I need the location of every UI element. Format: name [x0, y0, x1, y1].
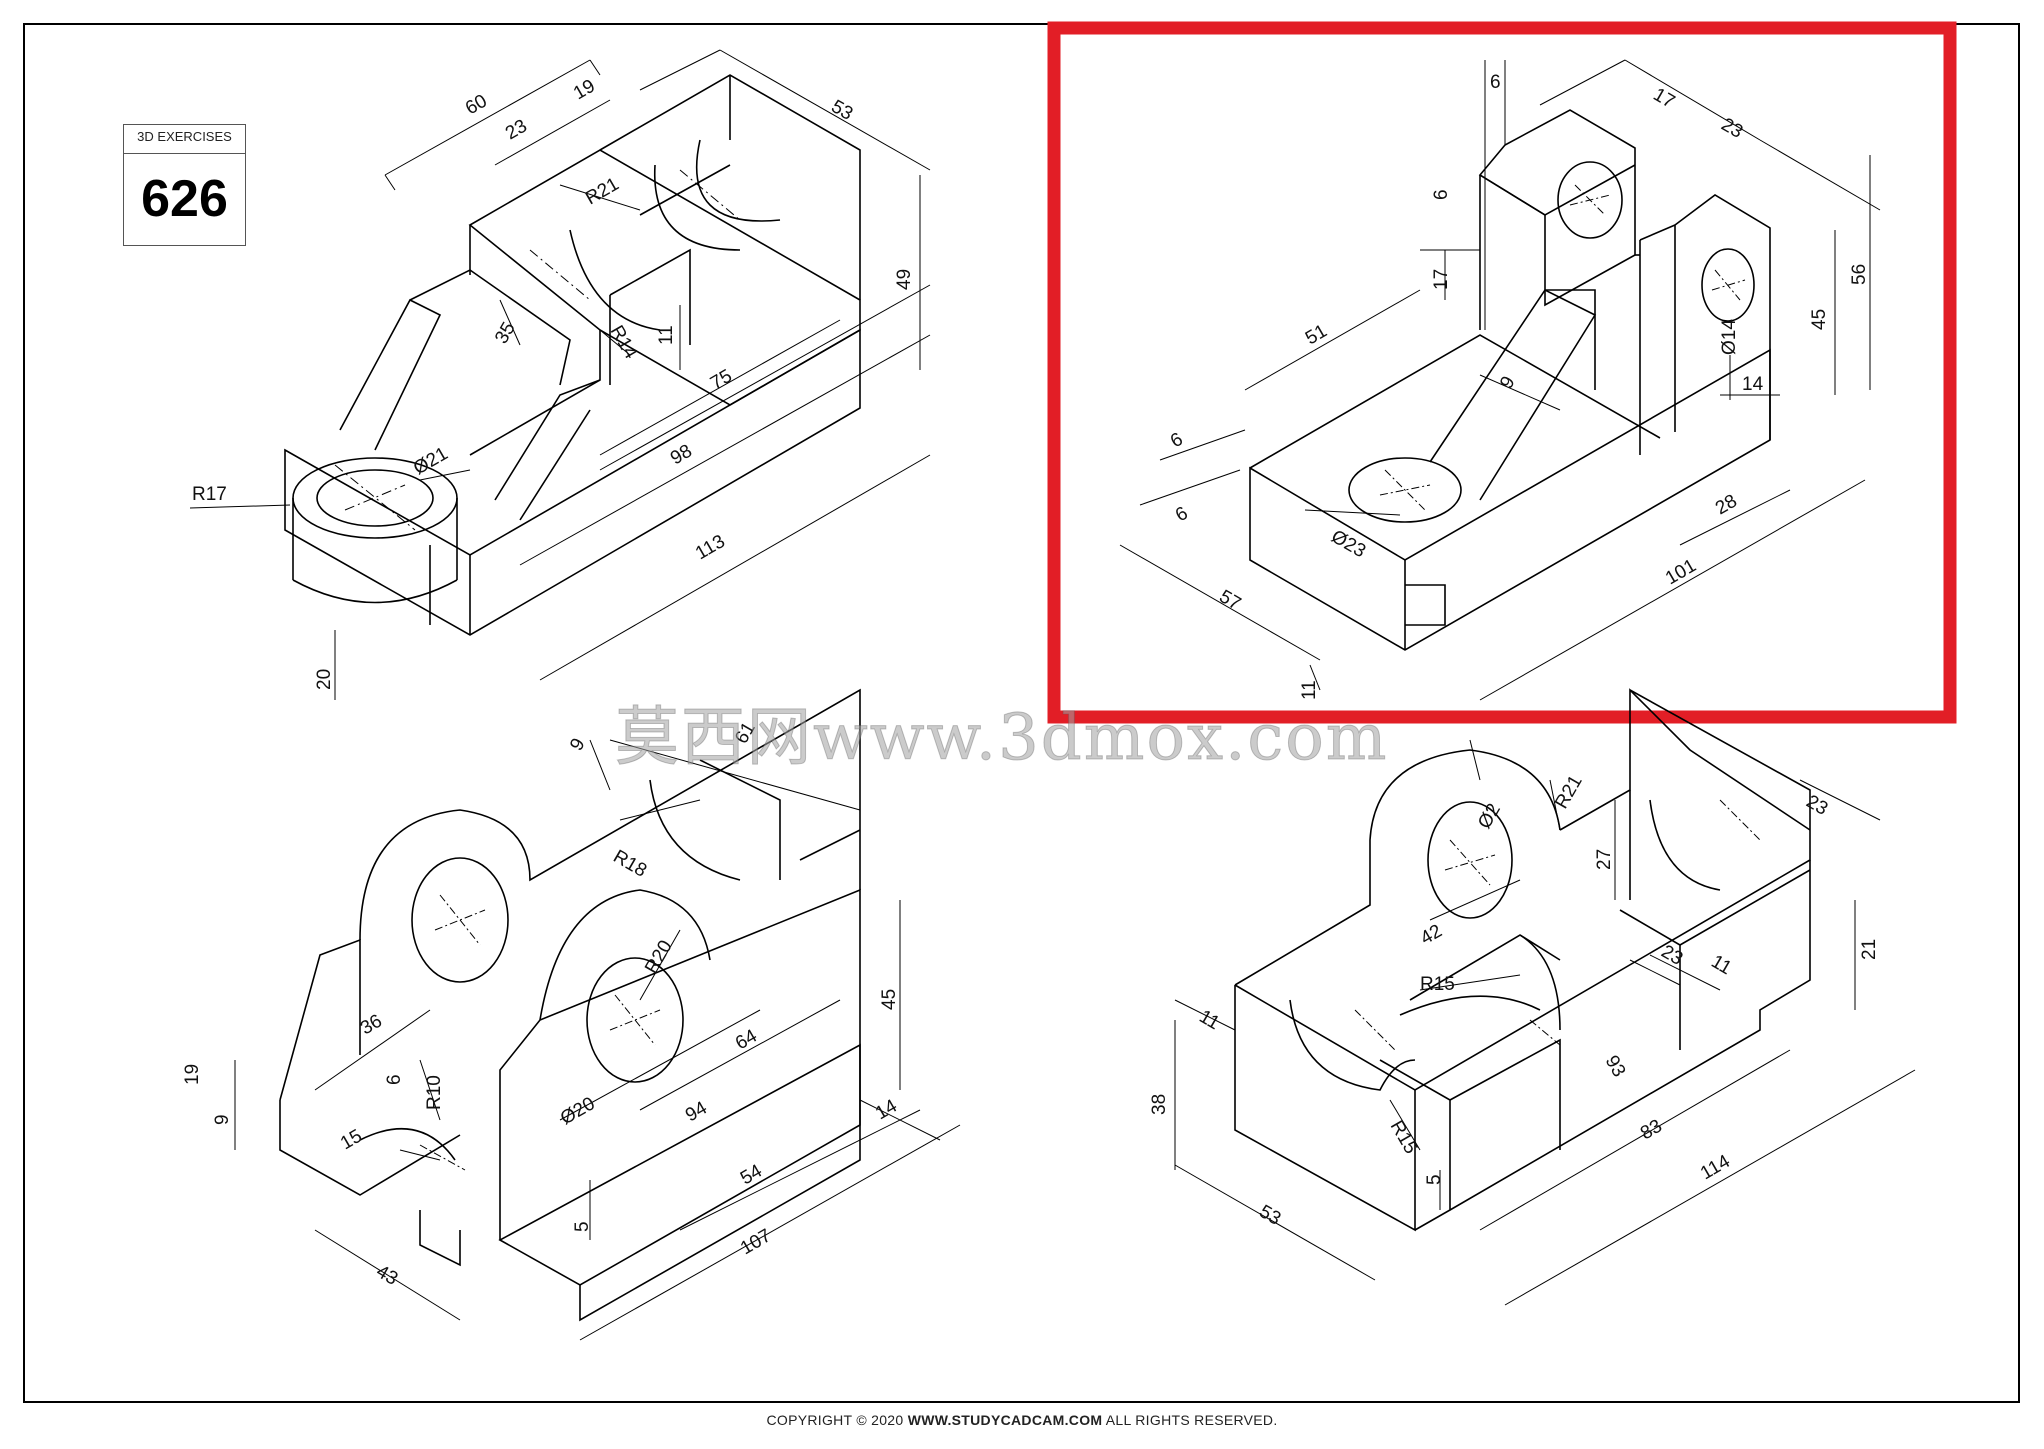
dim-label: 23: [1718, 114, 1747, 143]
dim-label: 11: [1299, 680, 1320, 700]
dim-label: 38: [1149, 1094, 1170, 1115]
dim-label: 53: [828, 96, 857, 125]
dim-label: 64: [732, 1025, 761, 1054]
dim-label: R17: [192, 484, 227, 505]
dim-label: 98: [667, 441, 696, 470]
dim-label: Ø14: [1719, 319, 1740, 355]
dim-label: 107: [737, 1225, 775, 1259]
dim-label: 17: [1431, 269, 1452, 290]
dim-label: 45: [879, 989, 900, 1010]
dim-label: 11: [656, 325, 677, 345]
dim-label: 9: [1496, 373, 1519, 393]
dim-label: 60: [462, 91, 491, 120]
dim-label: Ø21: [410, 443, 452, 479]
dim-label: 94: [682, 1097, 711, 1126]
copyright-suffix: ALL RIGHTS RESERVED.: [1105, 1412, 1278, 1428]
dim-label: 20: [314, 669, 335, 690]
badge-divider: [124, 153, 245, 154]
drawing-top-left: [189, 49, 931, 700]
dim-label: 114: [1697, 1151, 1734, 1185]
dim-label: 23: [502, 116, 531, 145]
drawing-bottom-left: [234, 688, 961, 1341]
dim-label: 14: [1742, 374, 1764, 395]
dim-label: R10: [424, 1075, 445, 1110]
dim-label: 19: [182, 1064, 203, 1085]
dim-label: 6: [384, 1074, 405, 1085]
dims-top-left: 60 19 53 23 R21 49 35 R14 11 75 Ø21 98 R…: [192, 76, 915, 690]
dim-label: 49: [894, 269, 915, 290]
dim-label: 27: [1594, 849, 1615, 870]
dim-label: 11: [1196, 1006, 1224, 1034]
dim-label: 5: [1424, 1174, 1445, 1185]
dim-label: 43: [373, 1261, 402, 1290]
dim-label: 45: [1809, 309, 1830, 330]
dim-label: R14: [606, 322, 642, 363]
dim-label: 83: [1637, 1116, 1666, 1145]
dim-label: 19: [570, 76, 599, 105]
dim-label: 6: [1431, 189, 1452, 200]
dim-label: R15: [1420, 974, 1455, 995]
dim-label: 15: [337, 1126, 366, 1155]
dim-label: 75: [707, 366, 736, 395]
dim-label: 6: [1167, 429, 1187, 452]
dim-label: 9: [212, 1114, 233, 1125]
dim-label: 42: [1417, 921, 1446, 950]
badge-label: 3D EXERCISES: [137, 129, 232, 144]
dim-label: 51: [1302, 321, 1331, 350]
dims-top-right: 6 17 23 6 17 56 45 Ø14 14 51 6 6 9 Ø23 2…: [1167, 72, 1870, 700]
dim-label: Ø20: [557, 1093, 599, 1129]
dim-label: R18: [610, 846, 651, 882]
exercise-badge: 3D EXERCISES 626: [123, 124, 246, 246]
dim-label: 54: [737, 1160, 766, 1189]
dim-label: 5: [572, 1221, 593, 1232]
copyright-site: WWW.STUDYCADCAM.COM: [907, 1412, 1103, 1428]
dim-label: 11: [1708, 951, 1736, 979]
copyright-footer: COPYRIGHT © 2020 WWW.STUDYCADCAM.COM ALL…: [0, 1412, 2044, 1428]
drawing-bottom-right: [1174, 688, 1916, 1306]
drawing-top-right: [1119, 59, 1881, 701]
dim-label: 28: [1712, 491, 1741, 520]
dim-label: R20: [641, 937, 677, 978]
dim-label: Ø23: [1328, 526, 1370, 562]
sheet-border: [23, 23, 2020, 1403]
exercise-number: 626: [141, 170, 228, 228]
watermark: 莫西网www.3dmox.com: [615, 701, 1389, 776]
dim-label: 113: [692, 531, 729, 564]
dim-label: R15: [1386, 1117, 1422, 1158]
dim-label: 6: [1172, 503, 1192, 526]
dim-label: 57: [1216, 586, 1245, 615]
dim-label: 9: [566, 735, 589, 755]
dim-label: R21: [1551, 772, 1587, 813]
dim-label: 21: [1859, 939, 1880, 960]
dim-label: Ø2: [1474, 800, 1505, 832]
dims-bottom-left: 9 61 R18 45 R20 36 19 9 6 R10 64 Ø20 94 …: [182, 719, 901, 1290]
dim-label: 23: [1803, 791, 1832, 820]
highlight-box: [1047, 21, 1957, 724]
copyright-prefix: COPYRIGHT © 2020: [766, 1412, 904, 1428]
dim-label: 36: [357, 1011, 386, 1040]
dim-label: R21: [582, 174, 623, 210]
dim-label: 101: [1662, 555, 1700, 589]
dim-label: 35: [491, 319, 520, 348]
dim-label: 56: [1849, 264, 1870, 285]
dim-label: 14: [872, 1095, 901, 1124]
dim-label: 6: [1490, 72, 1501, 93]
dim-label: 93: [1601, 1052, 1630, 1081]
